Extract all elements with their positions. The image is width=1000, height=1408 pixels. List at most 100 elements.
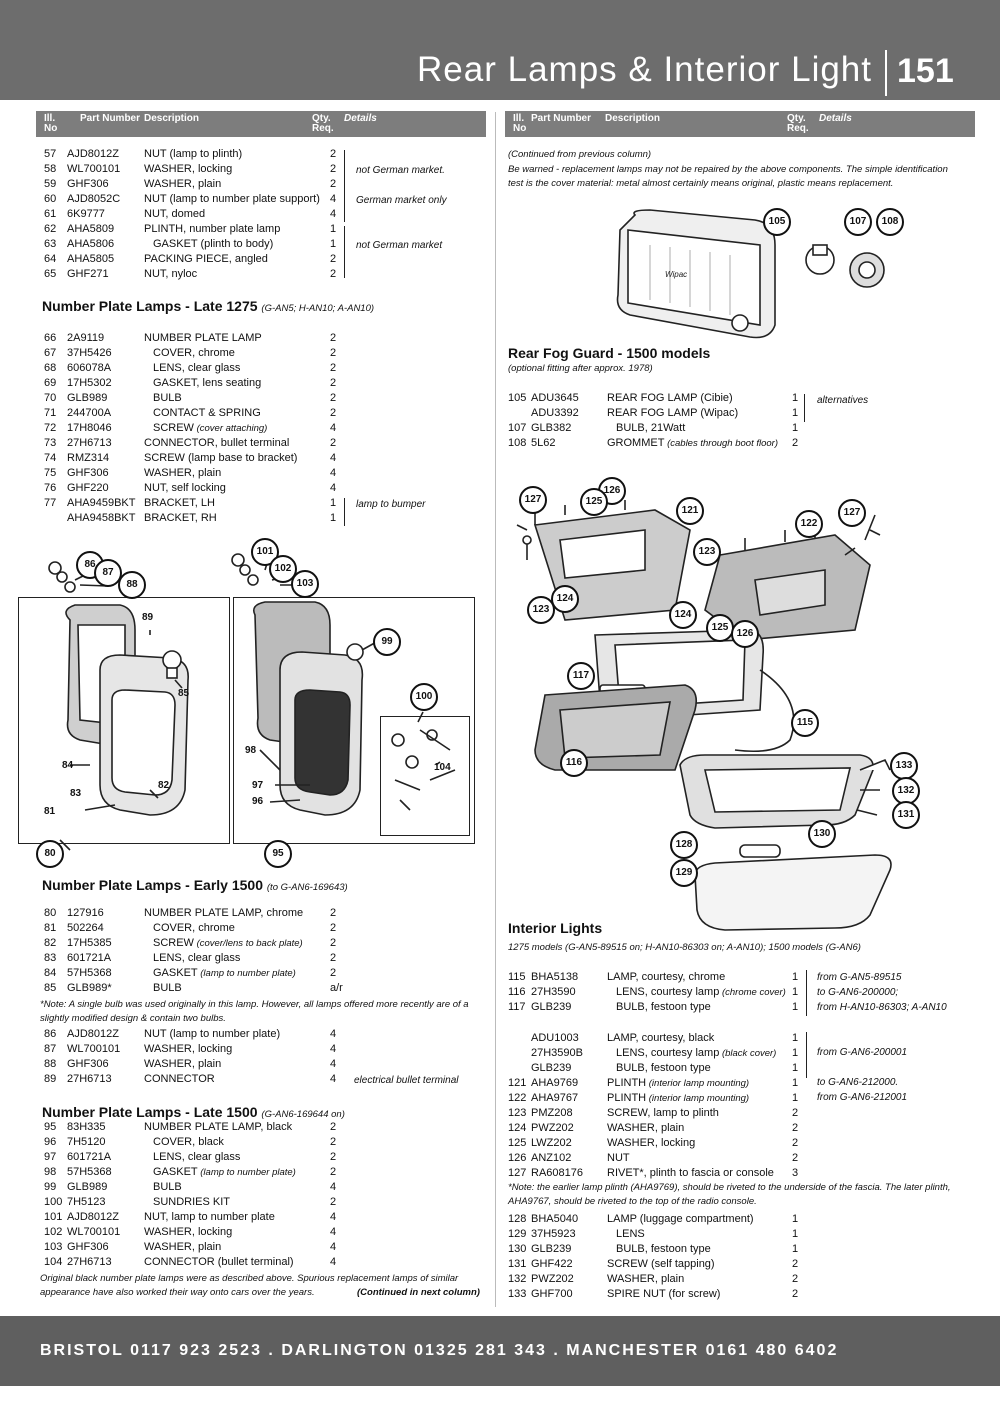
ill-number: 67 bbox=[44, 347, 57, 359]
part-number: 5L62 bbox=[531, 437, 556, 449]
ill-number: 102 bbox=[44, 1226, 63, 1238]
page-number: 151 bbox=[897, 52, 954, 90]
ill-number: 101 bbox=[44, 1211, 63, 1223]
part-number: 7H5123 bbox=[67, 1196, 106, 1208]
callout-127: 127 bbox=[838, 499, 866, 527]
callout-133: 133 bbox=[890, 752, 918, 780]
quantity: 2 bbox=[792, 1152, 799, 1164]
part-description: BRACKET, RH bbox=[144, 512, 217, 524]
part-description: NUT, domed bbox=[144, 208, 206, 220]
part-description: CONNECTOR, bullet terminal bbox=[144, 437, 290, 449]
part-description: PLINTH (interior lamp mounting) bbox=[607, 1092, 750, 1104]
part-number: GHF220 bbox=[67, 482, 109, 494]
part-number: PMZ208 bbox=[531, 1107, 573, 1119]
part-number: RMZ314 bbox=[67, 452, 110, 464]
part-number: AHA5809 bbox=[67, 223, 115, 235]
callout-80: 80 bbox=[36, 840, 64, 868]
description-note: (lamp to number plate) bbox=[197, 1167, 296, 1178]
part-number: 57H5368 bbox=[67, 1166, 112, 1178]
quantity: 1 bbox=[792, 1047, 799, 1059]
ill-number: 107 bbox=[508, 422, 527, 434]
quantity: 1 bbox=[792, 986, 799, 998]
part-number: GHF271 bbox=[67, 268, 109, 280]
ill-number: 81 bbox=[44, 922, 57, 934]
part-number: AJD8012Z bbox=[67, 1028, 119, 1040]
page-footer: BRISTOL 0117 923 2523 . DARLINGTON 01325… bbox=[0, 1316, 1000, 1386]
ill-number: 133 bbox=[508, 1288, 527, 1300]
col-part-number: Part Number bbox=[80, 113, 141, 124]
quantity: 1 bbox=[330, 497, 337, 509]
quantity: 4 bbox=[330, 1058, 337, 1070]
quantity: 1 bbox=[792, 407, 799, 419]
section-title-late-1275: Number Plate Lamps - Late 1275 (G-AN5; H… bbox=[42, 298, 374, 314]
ill-number: 129 bbox=[508, 1228, 527, 1240]
callout-125: 125 bbox=[580, 488, 608, 516]
part-description: NUMBER PLATE LAMP bbox=[144, 332, 262, 344]
part-number: 606078A bbox=[67, 362, 112, 374]
ill-number: 87 bbox=[44, 1043, 57, 1055]
ill-number: 117 bbox=[508, 1001, 526, 1013]
callout-103: 103 bbox=[291, 570, 319, 598]
quantity: 2 bbox=[792, 437, 799, 449]
ill-number: 60 bbox=[44, 193, 57, 205]
part-description: GASKET (plinth to body) bbox=[153, 238, 274, 250]
quantity: 2 bbox=[330, 1136, 337, 1148]
description-note: (black cover) bbox=[719, 1048, 777, 1059]
quantity: 2 bbox=[330, 1166, 337, 1178]
part-number: 27H6713 bbox=[67, 1073, 112, 1085]
col-details: Details bbox=[344, 113, 377, 124]
quantity: 1 bbox=[792, 1092, 799, 1104]
callout-108: 108 bbox=[876, 208, 904, 236]
label-81: 81 bbox=[44, 806, 56, 817]
part-description: NUT, nyloc bbox=[144, 268, 198, 280]
part-number: GLB239 bbox=[531, 1243, 572, 1255]
quantity: 2 bbox=[330, 1151, 337, 1163]
part-description: CONNECTOR (bullet terminal) bbox=[144, 1256, 294, 1268]
ill-number: 125 bbox=[508, 1137, 527, 1149]
quantity: 1 bbox=[792, 1032, 799, 1044]
part-description: SCREW (self tapping) bbox=[607, 1258, 715, 1270]
callout-105: 105 bbox=[763, 208, 791, 236]
callout-107: 107 bbox=[844, 208, 872, 236]
part-description: BULB, festoon type bbox=[616, 1062, 711, 1074]
part-description: WASHER, plain bbox=[144, 1241, 222, 1253]
quantity: 1 bbox=[792, 392, 799, 404]
part-description: BULB, festoon type bbox=[616, 1243, 711, 1255]
part-number: GHF700 bbox=[531, 1288, 573, 1300]
ill-number: 70 bbox=[44, 392, 57, 404]
quantity: 2 bbox=[330, 407, 337, 419]
part-description: RIVET*, plinth to fascia or console bbox=[607, 1167, 774, 1179]
section-title-text: Rear Fog Guard - 1500 models bbox=[508, 345, 711, 361]
detail-text: not German market. bbox=[356, 165, 445, 176]
part-number: WL700101 bbox=[67, 1226, 121, 1238]
callout-129: 129 bbox=[670, 859, 698, 887]
ill-number: 57 bbox=[44, 148, 57, 160]
quantity: 1 bbox=[792, 1243, 799, 1255]
part-number: 27H6713 bbox=[67, 1256, 112, 1268]
part-number: GHF306 bbox=[67, 178, 109, 190]
late-lamp-frame bbox=[233, 597, 475, 844]
col-description: Description bbox=[605, 113, 661, 124]
section-subtitle: 1275 models (G-AN5-89515 on; H-AN10-8630… bbox=[508, 942, 861, 953]
callout-123: 123 bbox=[527, 596, 555, 624]
callout-123: 123 bbox=[693, 538, 721, 566]
quantity: 1 bbox=[792, 971, 799, 983]
description-note: (cables through boot floor) bbox=[664, 438, 778, 449]
